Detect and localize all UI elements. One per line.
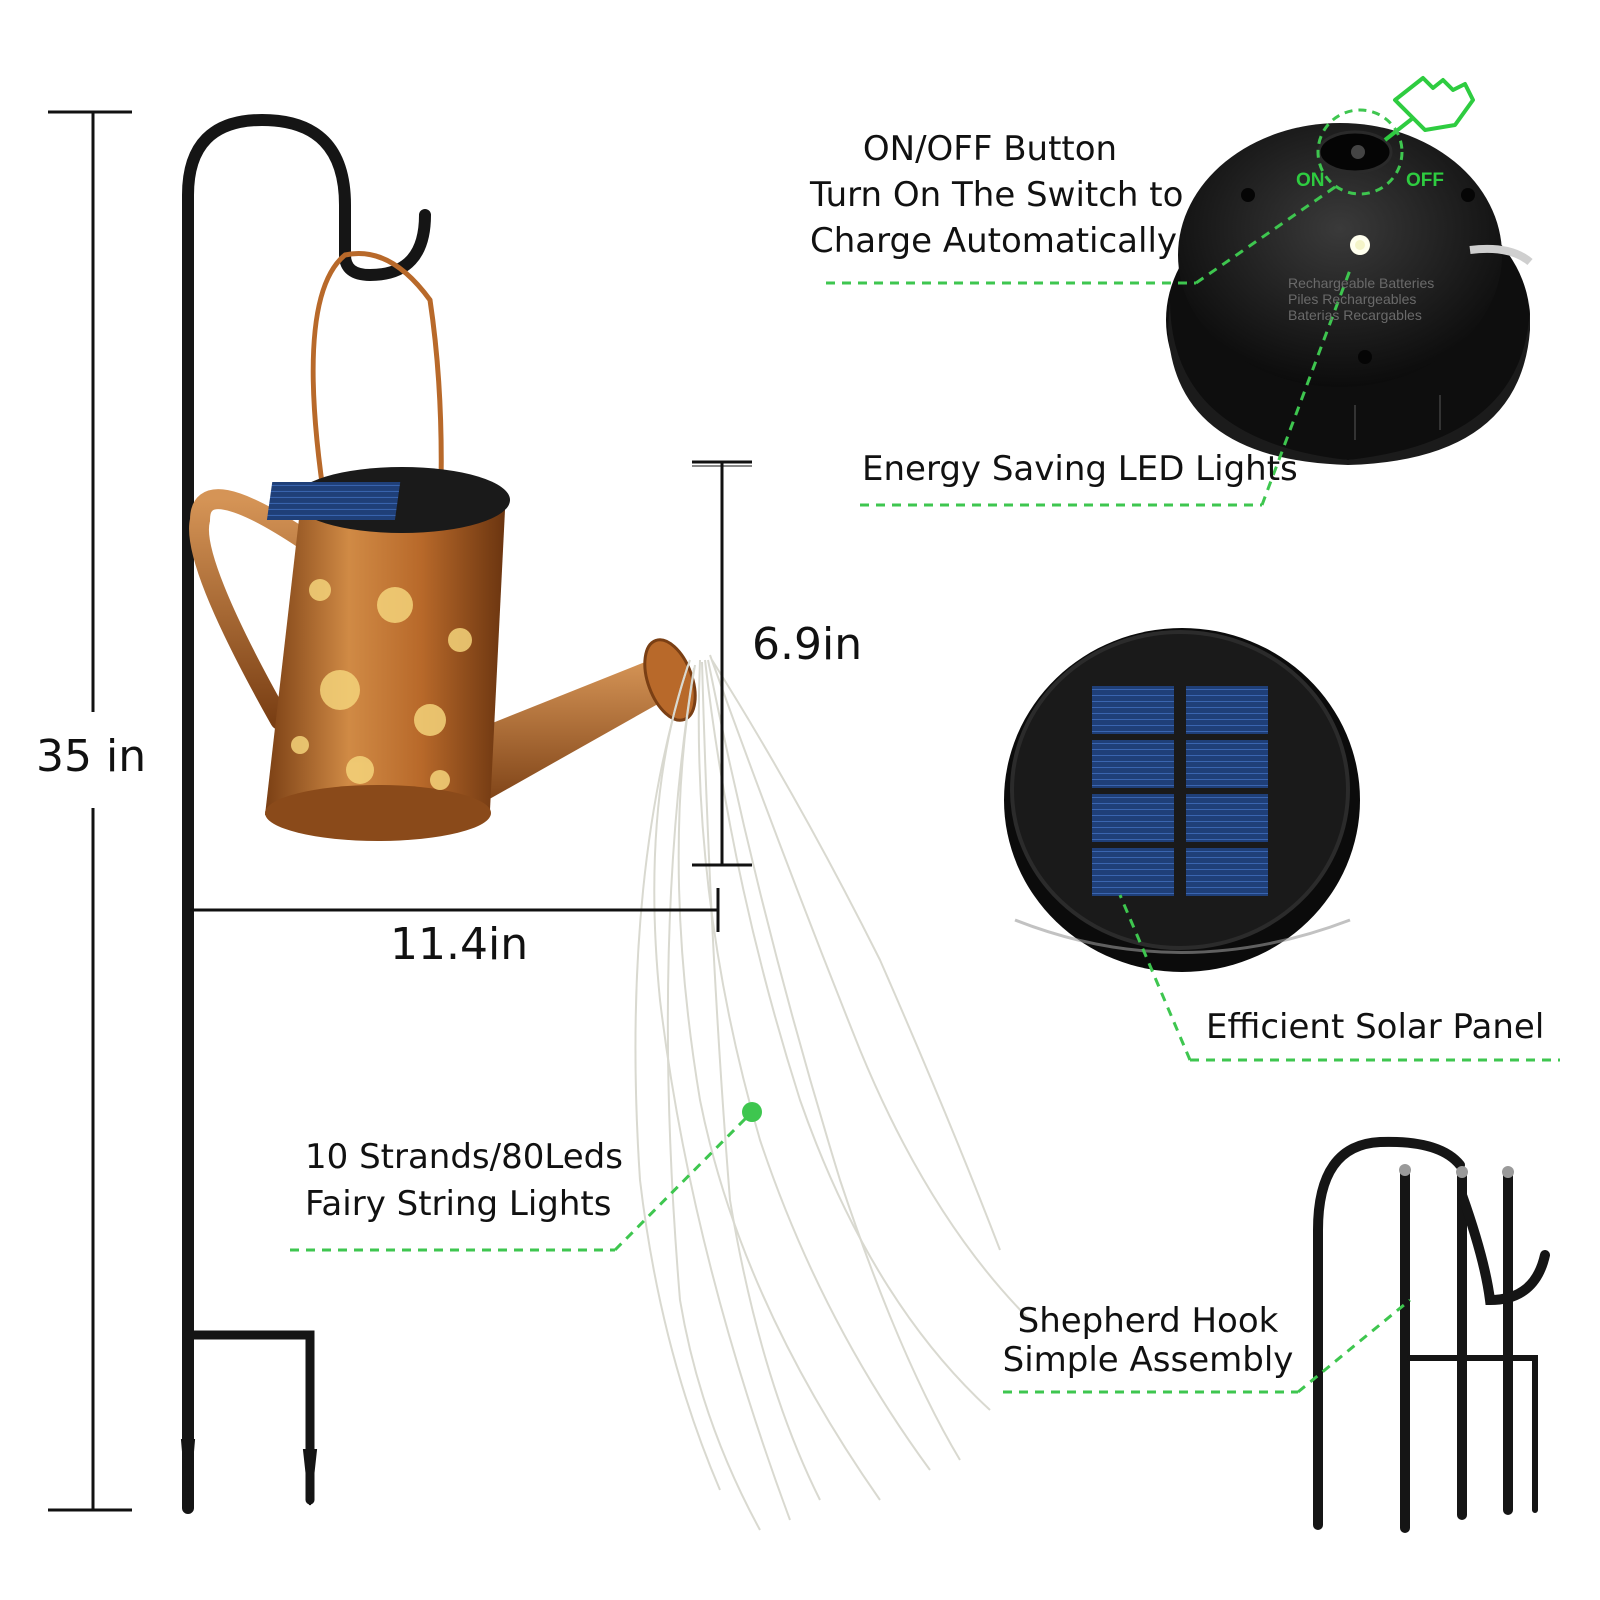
hook-parts — [1313, 1136, 1550, 1533]
battery-text-1: Rechargeable Batteries — [1288, 275, 1434, 291]
height-dimension — [48, 110, 132, 1512]
hook-callout-line1: Shepherd Hook — [1017, 1301, 1279, 1341]
strands-callout-line1: 10 Strands/80Leds — [305, 1137, 623, 1177]
switch-callout-line3: Charge Automatically — [810, 221, 1178, 262]
shepherd-hook — [180, 113, 431, 1514]
hook-callout: Shepherd Hook Simple Assembly — [998, 1301, 1298, 1381]
battery-text-2: Piles Rechargeables — [1288, 291, 1416, 307]
drop-label: 6.9in — [752, 619, 863, 670]
fairy-string-lights — [634, 654, 1031, 1531]
solar-panel-module — [1004, 628, 1360, 972]
strands-callout-line2: Fairy String Lights — [305, 1184, 612, 1225]
switch-off-text: OFF — [1406, 170, 1444, 191]
strands-callout: 10 Strands/80Leds Fairy String Lights — [305, 1137, 623, 1225]
hook-callout-line2: Simple Assembly — [1002, 1340, 1294, 1381]
width-label: 11.4in — [390, 919, 529, 970]
led-callout: Energy Saving LED Lights — [862, 449, 1298, 489]
battery-text-3: Baterias Recargables — [1288, 307, 1422, 323]
width-dimension — [190, 888, 720, 932]
switch-highlight — [1316, 108, 1404, 196]
hand-pointer-icon — [1383, 76, 1475, 142]
solar-callout: Efficient Solar Panel — [1206, 1007, 1545, 1047]
switch-callout: ON/OFF Button Turn On The Switch to Char… — [810, 129, 1184, 262]
solar-cells — [1092, 686, 1268, 896]
switch-on-text: ON — [1296, 170, 1325, 191]
ring-gap-lines — [1354, 395, 1441, 440]
height-label: 35 in — [36, 731, 147, 782]
watering-can — [189, 251, 697, 841]
drop-dimension — [692, 460, 752, 867]
strand-marker-dot — [742, 1102, 762, 1122]
switch-callout-line1: ON/OFF Button — [862, 129, 1118, 169]
callout-lines — [290, 183, 1560, 1394]
switch-callout-line2: Turn On The Switch to — [810, 175, 1184, 216]
